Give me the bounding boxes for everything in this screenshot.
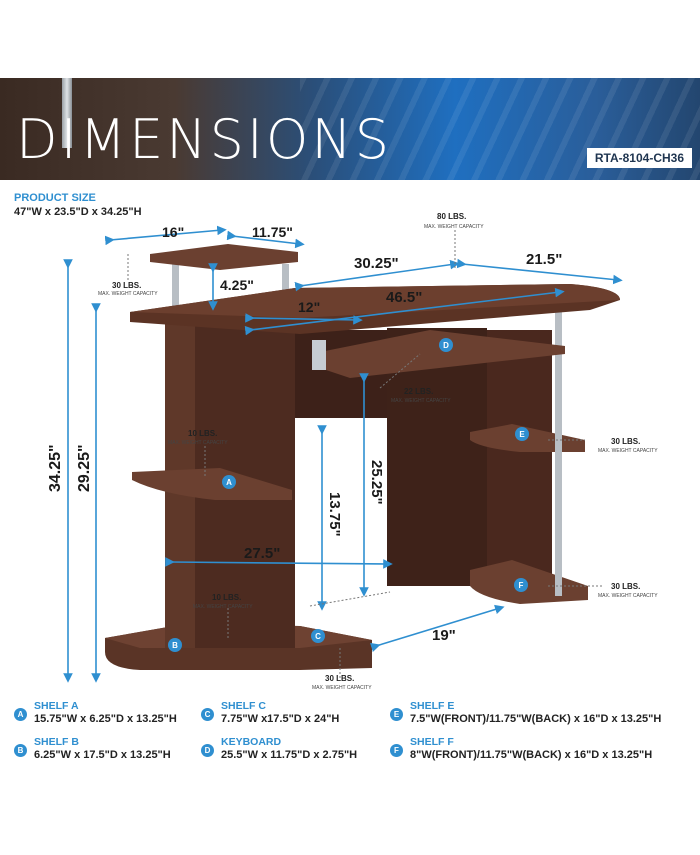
dim-desk-height: 29.25" (76, 444, 93, 492)
legend-badge-b: B (14, 744, 27, 757)
cap-top-unit: MAX. WEIGHT CAPACITY (424, 224, 484, 230)
cap-shelf-e-unit: MAX. WEIGHT CAPACITY (598, 448, 658, 454)
cap-monitor-value: 30 LBS. (112, 281, 141, 290)
cap-shelf-b-value: 10 LBS. (212, 593, 241, 602)
marker-d-label: D (443, 341, 449, 350)
marker-b-label: B (172, 641, 178, 650)
legend-label-shelf-c: SHELF C (221, 700, 266, 712)
dim-base-depth: 19" (432, 627, 456, 644)
marker-c: C (311, 629, 325, 643)
legend-badge-e: E (390, 708, 403, 721)
banner-title: DIMENSIONS (16, 108, 392, 171)
cap-top-value: 80 LBS. (437, 212, 466, 221)
legend-badge-f: F (390, 744, 403, 757)
marker-f: F (514, 578, 528, 592)
marker-a-label: A (226, 478, 232, 487)
legend-value-shelf-b: 6.25"W x 17.5"D x 13.25"H (34, 749, 171, 761)
desk-shelf-a (132, 468, 292, 500)
desk-shelf-f (470, 560, 588, 604)
marker-d: D (439, 338, 453, 352)
cap-shelf-e-value: 30 LBS. (611, 437, 640, 446)
marker-e-label: E (519, 430, 525, 439)
cap-shelf-f-value: 30 LBS. (611, 582, 640, 591)
dim-knee-height: 25.25" (368, 460, 385, 505)
product-size-label: PRODUCT SIZE (14, 192, 96, 204)
product-size-value: 47"W x 23.5"D x 34.25"H (14, 206, 142, 218)
dim-monitor-shelf-depth: 11.75" (252, 224, 293, 240)
marker-b: B (168, 638, 182, 652)
legend-value-keyboard: 25.5"W x 11.75"D x 2.75"H (221, 749, 358, 761)
desk-monitor-shelf (150, 244, 298, 270)
marker-f-label: F (519, 581, 524, 590)
banner-pole-decoration (62, 78, 72, 148)
desk-keyboard-tray (320, 330, 565, 378)
legend-label-shelf-a: SHELF A (34, 700, 79, 712)
legend-value-shelf-a: 15.75"W x 6.25"D x 13.25"H (34, 713, 177, 725)
legend-badge-a: A (14, 708, 27, 721)
dimensions-banner (0, 78, 700, 180)
dim-monitor-shelf-width: 16" (162, 224, 184, 240)
cap-shelf-f-unit: MAX. WEIGHT CAPACITY (598, 593, 658, 599)
cap-shelf-b-unit: MAX. WEIGHT CAPACITY (193, 604, 253, 610)
legend-value-shelf-f: 8"W(FRONT)/11.75"W(BACK) x 16"D x 13.25"… (410, 749, 653, 761)
cap-monitor-unit: MAX. WEIGHT CAPACITY (98, 291, 158, 297)
cap-shelf-a-value: 10 LBS. (188, 429, 217, 438)
marker-c-label: C (315, 632, 321, 641)
legend-label-shelf-e: SHELF E (410, 700, 455, 712)
legend-label-keyboard: KEYBOARD (221, 736, 282, 748)
cap-shelf-c-unit: MAX. WEIGHT CAPACITY (312, 685, 372, 691)
desk-diagram: 16" 11.75" 4.25" 30.25" 21.5" 46.5" 12" … (47, 212, 658, 691)
dim-knee-width: 27.5" (244, 545, 280, 562)
legend-badge-d: D (201, 744, 214, 757)
cap-keyboard-value: 22 LBS. (404, 387, 433, 396)
cap-keyboard-unit: MAX. WEIGHT CAPACITY (391, 398, 451, 404)
dim-top-width: 46.5" (386, 289, 422, 306)
legend-badge-c: C (201, 708, 214, 721)
dim-desk-depth: 21.5" (526, 251, 562, 268)
dim-riser-height: 4.25" (220, 277, 254, 293)
model-number-badge: RTA-8104-CH36 (586, 148, 692, 168)
dim-shelf-height: 13.75" (326, 492, 343, 537)
dim-desk-width-left: 30.25" (354, 255, 399, 272)
marker-e: E (515, 427, 529, 441)
marker-a: A (222, 475, 236, 489)
cap-shelf-c-value: 30 LBS. (325, 674, 354, 683)
dim-overall-height: 34.25" (47, 444, 64, 492)
legend-label-shelf-b: SHELF B (34, 736, 79, 748)
legend-value-shelf-c: 7.75"W x17.5"D x 24"H (221, 713, 340, 725)
legend-value-shelf-e: 7.5"W(FRONT)/11.75"W(BACK) x 16"D x 13.2… (410, 713, 662, 725)
dim-keyboard-offset: 12" (298, 299, 320, 315)
legend-label-shelf-f: SHELF F (410, 736, 454, 748)
cap-shelf-a-unit: MAX. WEIGHT CAPACITY (168, 440, 228, 446)
